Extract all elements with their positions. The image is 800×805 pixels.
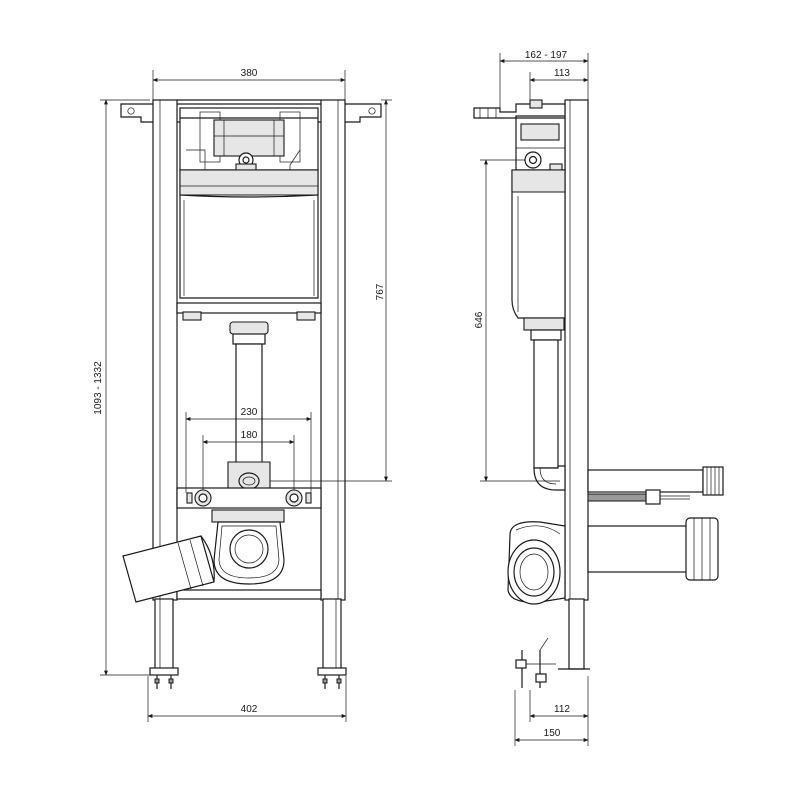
dimension-150-label: 150	[544, 728, 561, 739]
flush-mechanism	[179, 107, 319, 178]
side-waste-socket	[507, 521, 566, 605]
side-waste-pipe	[587, 517, 719, 581]
lower-crossbar	[176, 487, 322, 600]
side-rail	[558, 99, 590, 670]
side-connector-pipe	[587, 466, 724, 505]
side-cistern	[511, 169, 566, 331]
dimension-646: 646	[474, 159, 560, 482]
front-view: 380 402 1093 - 1332 767 230	[93, 68, 392, 722]
dimension-380: 380	[152, 68, 346, 100]
dimension-767: 767	[270, 99, 392, 482]
dimension-112-label: 112	[554, 704, 570, 715]
dimension-150: 150	[514, 690, 589, 746]
dimension-230-label: 230	[241, 407, 258, 418]
dimension-380-label: 380	[241, 68, 258, 79]
dimension-230: 230	[185, 407, 312, 493]
dimension-162-197: 162 - 197	[499, 50, 589, 108]
dimension-113: 113	[529, 68, 589, 100]
dimension-180: 180	[202, 430, 295, 490]
waste-outlet	[122, 509, 285, 603]
side-flush-mechanism	[515, 117, 566, 175]
frame-rails	[152, 99, 346, 601]
dimension-113-label: 113	[554, 68, 570, 79]
side-front-foot	[515, 637, 556, 688]
dimension-180-label: 180	[241, 430, 258, 441]
dimension-total-height: 1093 - 1332	[93, 99, 150, 676]
dimension-112: 112	[529, 676, 589, 746]
side-top-bracket	[473, 99, 566, 119]
dimension-402-label: 402	[241, 704, 258, 715]
cistern	[179, 169, 319, 299]
side-flush-pipe	[530, 329, 566, 491]
cistern-crossbar	[176, 302, 322, 321]
dimension-total-height-label: 1093 - 1332	[93, 361, 104, 415]
dimension-162-197-label: 162 - 197	[525, 50, 568, 61]
dimension-646-label: 646	[474, 311, 485, 328]
dimension-402: 402	[147, 676, 347, 722]
frame-legs	[149, 598, 347, 689]
flush-pipe	[227, 321, 271, 500]
dimension-767-label: 767	[375, 283, 386, 300]
side-view: 162 - 197 113 646 112 150	[473, 50, 724, 746]
